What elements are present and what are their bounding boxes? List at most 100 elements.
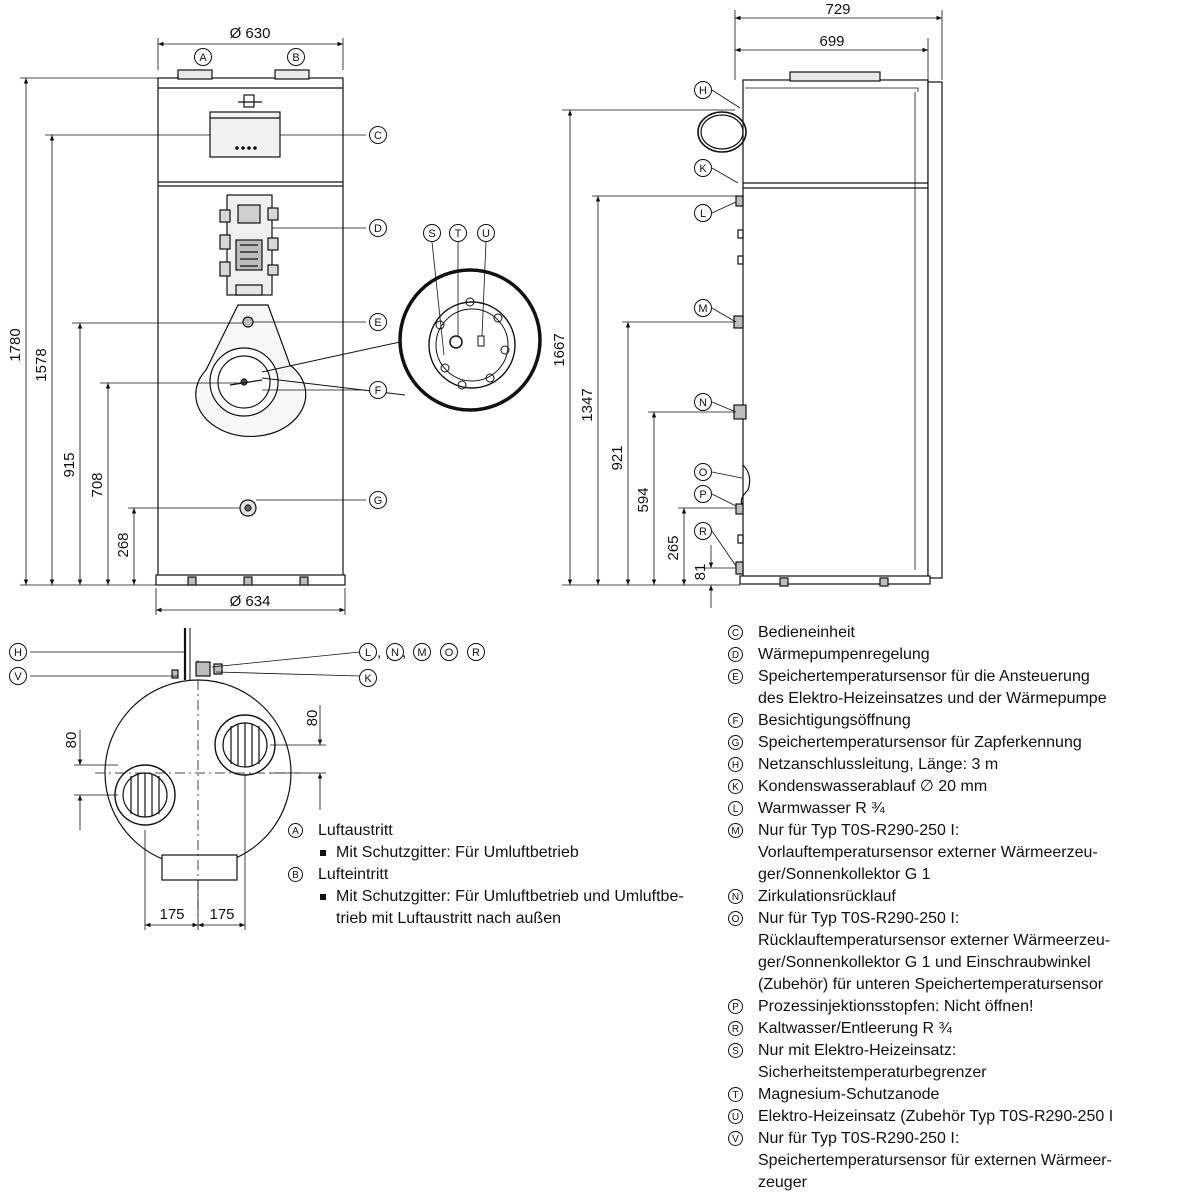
callout-f: F <box>369 381 387 399</box>
dim-side-inner-width: 699 <box>819 33 844 50</box>
dim-side-height-4: 594 <box>635 487 652 512</box>
legend-key-badge: M <box>728 823 743 838</box>
legend-left-item: Mit Schutzgitter: Für Umluftbetrieb und … <box>288 886 684 930</box>
dim-front-bottom-width: Ø 634 <box>230 593 271 610</box>
legend-key-badge: K <box>728 779 743 794</box>
legend-key-badge: L <box>728 801 743 816</box>
legend-left-text: trieb mit Luftaustritt nach außen <box>336 910 561 927</box>
legend-right-text: Nur für Typ T0S-R290-250 I: <box>758 910 960 927</box>
legend-key-badge: C <box>728 625 743 640</box>
legend-right-text: Warmwasser R ¾ <box>758 800 885 817</box>
bullet-icon <box>320 894 326 900</box>
air-outlet-collar <box>177 69 213 80</box>
svg-text:G: G <box>374 495 383 507</box>
dim-top-offset-right: 80 <box>304 710 321 727</box>
svg-text:E: E <box>374 317 381 329</box>
callout-m: M <box>694 299 712 317</box>
legend-right-text: Kondenswasserablauf ∅ 20 mm <box>758 778 988 795</box>
svg-text:B: B <box>292 52 299 64</box>
dim-front-height-1: 1780 <box>7 328 24 361</box>
legend-key-badge: E <box>728 669 743 684</box>
svg-text:N: N <box>391 647 399 659</box>
dim-side-height-2: 1347 <box>579 388 596 421</box>
dim-top-x-left: 175 <box>159 906 184 923</box>
callout-t: T <box>449 224 467 242</box>
dim-side-height-3: 921 <box>609 445 626 470</box>
svg-text:N: N <box>699 397 707 409</box>
svg-text:A: A <box>199 52 207 64</box>
side-body <box>742 79 929 579</box>
svg-text:H: H <box>14 647 22 659</box>
legend-key-badge: T <box>728 1087 743 1102</box>
legend-key-badge: V <box>728 1131 743 1146</box>
legend-right-text: Bedieneinheit <box>758 624 855 641</box>
dim-top-x-right: 175 <box>209 906 234 923</box>
heat-pump-controller <box>219 194 279 296</box>
power-cable-coil <box>697 111 747 153</box>
legend-left-text: Lufteintritt <box>318 866 389 883</box>
svg-text:L: L <box>700 208 706 220</box>
legend-left-text: Luftaustritt <box>318 822 393 839</box>
callout-h-2: H <box>9 643 27 661</box>
callout-b: B <box>287 48 305 66</box>
callout-o-2: O <box>440 643 458 661</box>
svg-text:M: M <box>417 647 426 659</box>
svg-text:S: S <box>428 228 435 240</box>
side-view <box>562 10 943 608</box>
callout-s: S <box>423 224 441 242</box>
svg-text:P: P <box>699 489 706 501</box>
control-unit <box>209 111 281 158</box>
legend-key-badge: A <box>288 823 303 838</box>
dim-front-top-width: Ø 630 <box>230 25 271 42</box>
callout-o: O <box>694 463 712 481</box>
callout-h: H <box>694 81 712 99</box>
callout-n: N <box>694 393 712 411</box>
legend-key-badge: N <box>728 889 743 904</box>
svg-text:O: O <box>699 467 708 479</box>
svg-text:L: L <box>365 647 371 659</box>
dim-front-height-4: 708 <box>89 472 106 497</box>
legend-right-text: Besichtigungsöffnung <box>758 712 911 729</box>
legend-right-item: L Warmwasser R ¾ <box>728 798 1113 820</box>
legend-key-badge: O <box>728 911 743 926</box>
legend-right-item: K Kondenswasserablauf ∅ 20 mm <box>728 776 1113 798</box>
callout-r: R <box>694 522 712 540</box>
legend-right-text: Sicherheitstemperaturbegrenzer <box>758 1064 987 1081</box>
svg-text:D: D <box>374 223 382 235</box>
legend-right-text: Vorlauftemperatursensor externer Wärmeer… <box>758 844 1098 861</box>
legend-key-badge: U <box>728 1109 743 1124</box>
legend-right-text: (Zubehör) für unteren Speichertemperatur… <box>758 976 1104 993</box>
dim-front-height-5: 268 <box>115 532 132 557</box>
legend-right-text: Speichertemperatursensor für externen Wä… <box>758 1152 1112 1169</box>
legend-right-text: zeuger <box>758 1174 807 1191</box>
legend-key-badge: D <box>728 647 743 662</box>
legend-key-badge: B <box>288 867 303 882</box>
legend-right-text: Prozessinjektionsstopfen: Nicht öffnen! <box>758 998 1034 1015</box>
dim-side-height-5: 265 <box>665 535 682 560</box>
svg-text:O: O <box>445 647 454 659</box>
dim-front-height-2: 1578 <box>33 348 50 381</box>
callout-k: K <box>694 159 712 177</box>
dim-side-outer-width: 729 <box>825 1 850 18</box>
legend-right-text: Nur mit Elektro-Heizeinsatz: <box>758 1042 957 1059</box>
top-view <box>30 628 361 930</box>
callout-u: U <box>477 224 495 242</box>
dim-side-height-6: 81 <box>692 564 709 581</box>
svg-text:K: K <box>699 163 707 175</box>
callout-l-2: L <box>359 643 377 661</box>
legend-right-item: E Speichertemperatursensor für die Ansteu… <box>728 666 1113 710</box>
legend-right-text: des Elektro-Heizeinsatzes und der Wärmep… <box>758 690 1107 707</box>
callout-p: P <box>694 485 712 503</box>
callout-d: D <box>369 219 387 237</box>
legend-right-text: Speichertemperatursensor für die Ansteue… <box>758 668 1090 685</box>
inspection-flange <box>195 304 307 438</box>
front-view <box>20 38 366 615</box>
